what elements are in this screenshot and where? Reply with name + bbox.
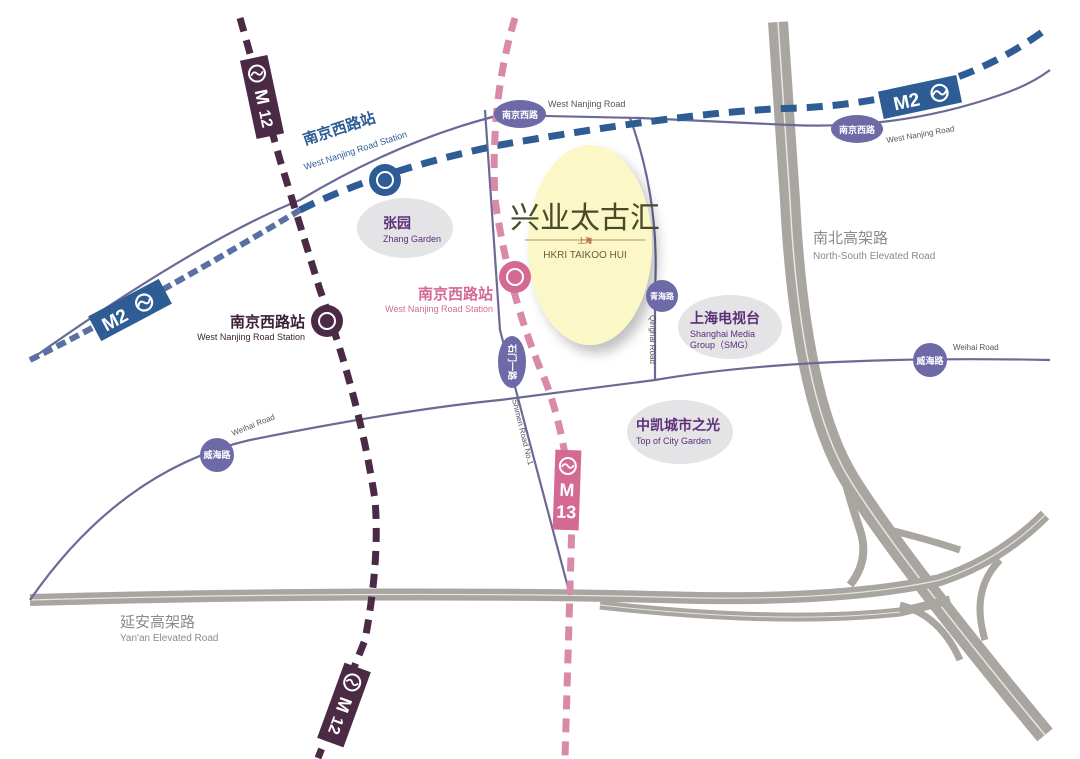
- station-m13-west-nanjing-road[interactable]: 南京西路站 West Nanjing Road Station: [385, 261, 531, 314]
- station-m12-west-nanjing-road[interactable]: 南京西路站 West Nanjing Road Station: [197, 305, 343, 342]
- road-badge-shimen: 石门一路 Shimen Road No.1: [498, 336, 535, 467]
- svg-text:Qinghai Road: Qinghai Road: [648, 315, 657, 364]
- road-badge-west-nanjing-1: 南京西路 West Nanjing Road: [494, 99, 625, 128]
- svg-text:M: M: [332, 695, 356, 716]
- svg-text:Shanghai Media: Shanghai Media: [690, 329, 755, 339]
- m13-line-sign: M 13: [552, 449, 582, 531]
- svg-text:南京西路: 南京西路: [839, 124, 876, 136]
- road-badge-weihai-2: 威海路 Weihai Road: [913, 343, 999, 377]
- metro-line-m13: [490, 16, 576, 759]
- svg-text:青海路: 青海路: [650, 291, 675, 301]
- svg-text:威海路: 威海路: [916, 355, 944, 367]
- svg-text:南京西路: 南京西路: [502, 109, 539, 121]
- svg-text:南京西路站: 南京西路站: [418, 285, 493, 303]
- svg-text:12: 12: [255, 108, 275, 129]
- svg-text:HKRI TAIKOO HUI: HKRI TAIKOO HUI: [543, 250, 627, 261]
- svg-text:Yan'an Elevated Road: Yan'an Elevated Road: [120, 633, 218, 644]
- svg-text:上海电视台: 上海电视台: [690, 310, 760, 327]
- svg-text:延安高架路: 延安高架路: [120, 613, 195, 631]
- landmark-top-of-city-garden: 中凯城市之光 Top of City Garden: [627, 400, 733, 464]
- interchange-icon: [506, 268, 524, 286]
- project-hkri-taikoo-hui: 兴业太古汇 上海 HKRI TAIKOO HUI: [510, 145, 660, 345]
- interchange-icon: [318, 312, 336, 330]
- svg-text:Shimen Road No.1: Shimen Road No.1: [510, 398, 535, 466]
- surface-roads: [29, 69, 1051, 601]
- svg-text:West Nanjing Road: West Nanjing Road: [886, 124, 955, 145]
- svg-text:West Nanjing Road Station: West Nanjing Road Station: [385, 304, 493, 314]
- label-yanan-elevated: 延安高架路 Yan'an Elevated Road: [120, 613, 218, 644]
- svg-text:Zhang Garden: Zhang Garden: [383, 234, 441, 244]
- svg-text:上海: 上海: [578, 236, 592, 245]
- metro-logo-icon: [343, 673, 362, 692]
- svg-text:North-South Elevated Road: North-South Elevated Road: [813, 251, 935, 262]
- svg-text:Weihai Road: Weihai Road: [230, 412, 276, 437]
- svg-text:Top of City Garden: Top of City Garden: [636, 436, 711, 446]
- svg-text:南京西路站: 南京西路站: [230, 313, 305, 331]
- svg-text:13: 13: [556, 502, 577, 523]
- svg-text:南北高架路: 南北高架路: [813, 229, 888, 247]
- m2-line-sign-right: M2: [877, 74, 963, 120]
- m12-line-sign-top: M 12: [239, 54, 285, 140]
- north-south-elevated-road: [768, 21, 1053, 742]
- road-badge-west-nanjing-2: 南京西路 West Nanjing Road: [831, 115, 955, 145]
- svg-text:威海路: 威海路: [203, 449, 231, 461]
- label-north-south-elevated: 南北高架路 North-South Elevated Road: [813, 229, 935, 262]
- svg-text:M: M: [559, 480, 575, 501]
- metro-logo-icon: [558, 457, 577, 476]
- road-badge-qinghai: 青海路 Qinghai Road: [646, 280, 678, 364]
- svg-text:张园: 张园: [383, 216, 411, 232]
- landmark-smg: 上海电视台 Shanghai Media Group（SMG）: [678, 295, 782, 359]
- svg-text:West Nanjing Road Station: West Nanjing Road Station: [197, 332, 305, 342]
- metro-logo-icon: [248, 64, 267, 83]
- interchange-icon: [376, 171, 394, 189]
- metro-logo-icon: [135, 293, 154, 312]
- m12-line-sign-bottom: M 12: [317, 662, 371, 748]
- svg-text:M: M: [251, 88, 274, 107]
- svg-text:Weihai Road: Weihai Road: [953, 343, 999, 352]
- svg-text:West Nanjing Road: West Nanjing Road: [548, 99, 625, 109]
- landmark-zhang-garden: 张园 Zhang Garden: [357, 198, 453, 258]
- svg-text:中凯城市之光: 中凯城市之光: [636, 417, 720, 434]
- yanan-elevated-road: [29, 479, 1050, 662]
- svg-text:兴业太古汇: 兴业太古汇: [510, 201, 660, 236]
- m2-line-sign-left: M2: [88, 278, 172, 342]
- svg-text:Group（SMG）: Group（SMG）: [690, 340, 754, 350]
- svg-text:12: 12: [324, 714, 346, 737]
- metro-logo-icon: [930, 83, 949, 102]
- svg-text:石门一路: 石门一路: [506, 343, 518, 381]
